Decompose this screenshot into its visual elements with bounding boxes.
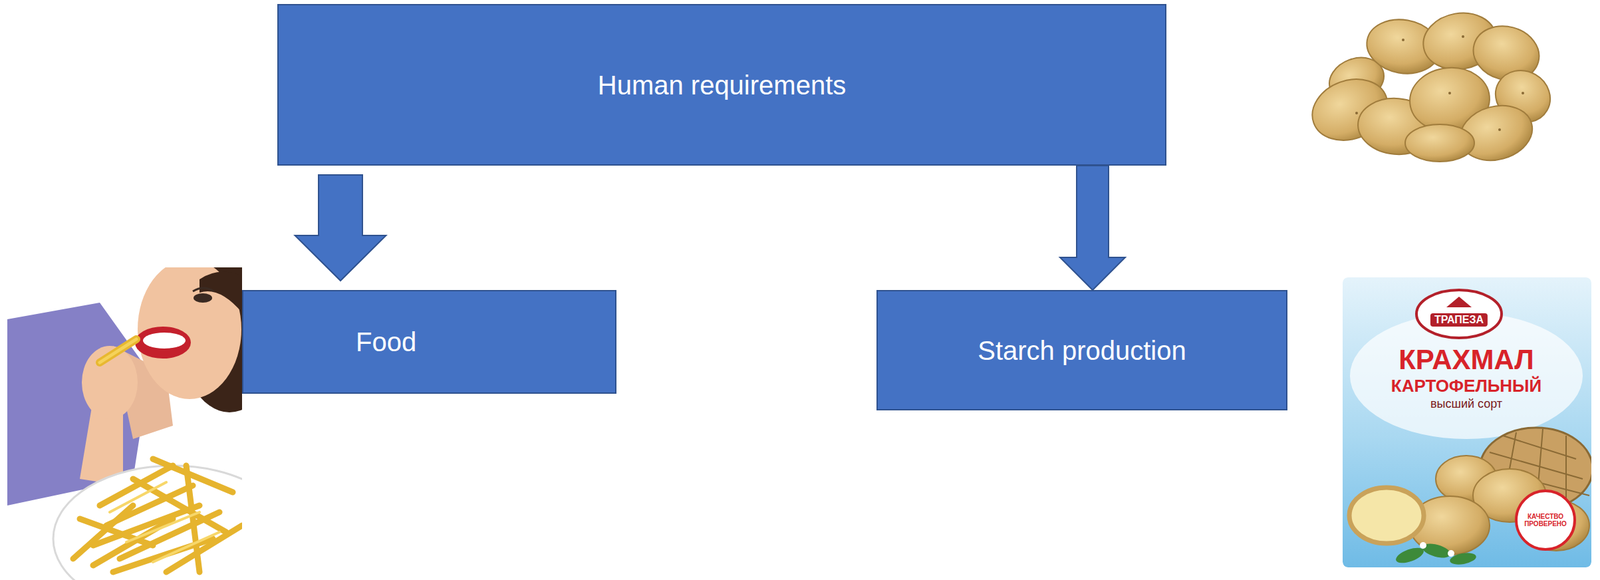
starch-package-part xyxy=(1565,435,1567,506)
woman-eating-fries-part xyxy=(152,458,233,493)
node-text: Starch production xyxy=(977,334,1187,367)
woman-eating-fries-part xyxy=(99,339,137,363)
package-subtitle: КАРТОФЕЛЬНЫЙ xyxy=(1391,376,1542,396)
quality-badge: КАЧЕСТВО ПРОВЕРЕНО xyxy=(1520,512,1571,528)
process-box: Food xyxy=(242,289,617,394)
potato-pile-part xyxy=(1521,91,1525,95)
potato-pile-part xyxy=(1448,91,1452,95)
starch-package-part xyxy=(1393,544,1426,566)
woman-eating-fries-part xyxy=(193,293,213,303)
potato-pile-part xyxy=(1405,124,1475,162)
starch-package-part xyxy=(1342,277,1592,568)
package-title: КРАХМАЛ xyxy=(1398,344,1535,376)
brand-logo: ТРАПЕЗА xyxy=(1430,313,1488,327)
starch-package xyxy=(1342,277,1592,568)
starch-package-part xyxy=(1419,541,1427,549)
woman-eating-fries-part xyxy=(126,512,200,542)
woman-eating-fries-part xyxy=(166,525,243,572)
potato-pile xyxy=(1303,7,1560,169)
node-text: Human requirements xyxy=(597,69,847,102)
woman-eating-fries-part xyxy=(142,332,186,349)
woman-eating-fries-part xyxy=(133,478,227,533)
starch-package-part xyxy=(1393,541,1477,567)
node-text: Food xyxy=(355,325,417,358)
starch-package-part xyxy=(1516,490,1575,550)
potato-pile-part xyxy=(1461,35,1465,38)
woman-eating-fries-part xyxy=(99,339,137,363)
woman-eating-fries xyxy=(7,267,243,580)
woman-eating-fries-part xyxy=(134,326,191,359)
block-arrow xyxy=(1060,165,1126,290)
starch-package-part xyxy=(1409,455,1590,555)
block-arrow xyxy=(295,174,387,281)
woman-eating-fries-part xyxy=(109,482,167,513)
grade-note: высший сорт xyxy=(1430,397,1503,411)
woman-eating-fries-part xyxy=(109,482,220,562)
requirement-box: Human requirements xyxy=(277,3,1167,166)
potato-pile-part xyxy=(1355,111,1358,115)
starch-package-part xyxy=(1349,487,1424,544)
starch-package-part xyxy=(1419,541,1455,557)
woman-eating-fries-part xyxy=(152,532,220,562)
woman-eating-fries-part xyxy=(73,458,243,572)
starch-package-part xyxy=(1447,549,1455,557)
woman-eating-fries-part xyxy=(186,465,200,572)
woman-eating-fries-part xyxy=(192,287,215,292)
process-box: Starch production xyxy=(876,289,1288,411)
woman-eating-fries-part xyxy=(73,505,134,559)
woman-eating-fries-part xyxy=(199,271,243,313)
potato-pile-part xyxy=(1498,128,1501,132)
starch-package-part xyxy=(1416,289,1502,338)
potato-pile-part xyxy=(1401,38,1405,42)
starch-package-part xyxy=(1446,296,1472,308)
potato-pile-part xyxy=(1355,35,1525,132)
